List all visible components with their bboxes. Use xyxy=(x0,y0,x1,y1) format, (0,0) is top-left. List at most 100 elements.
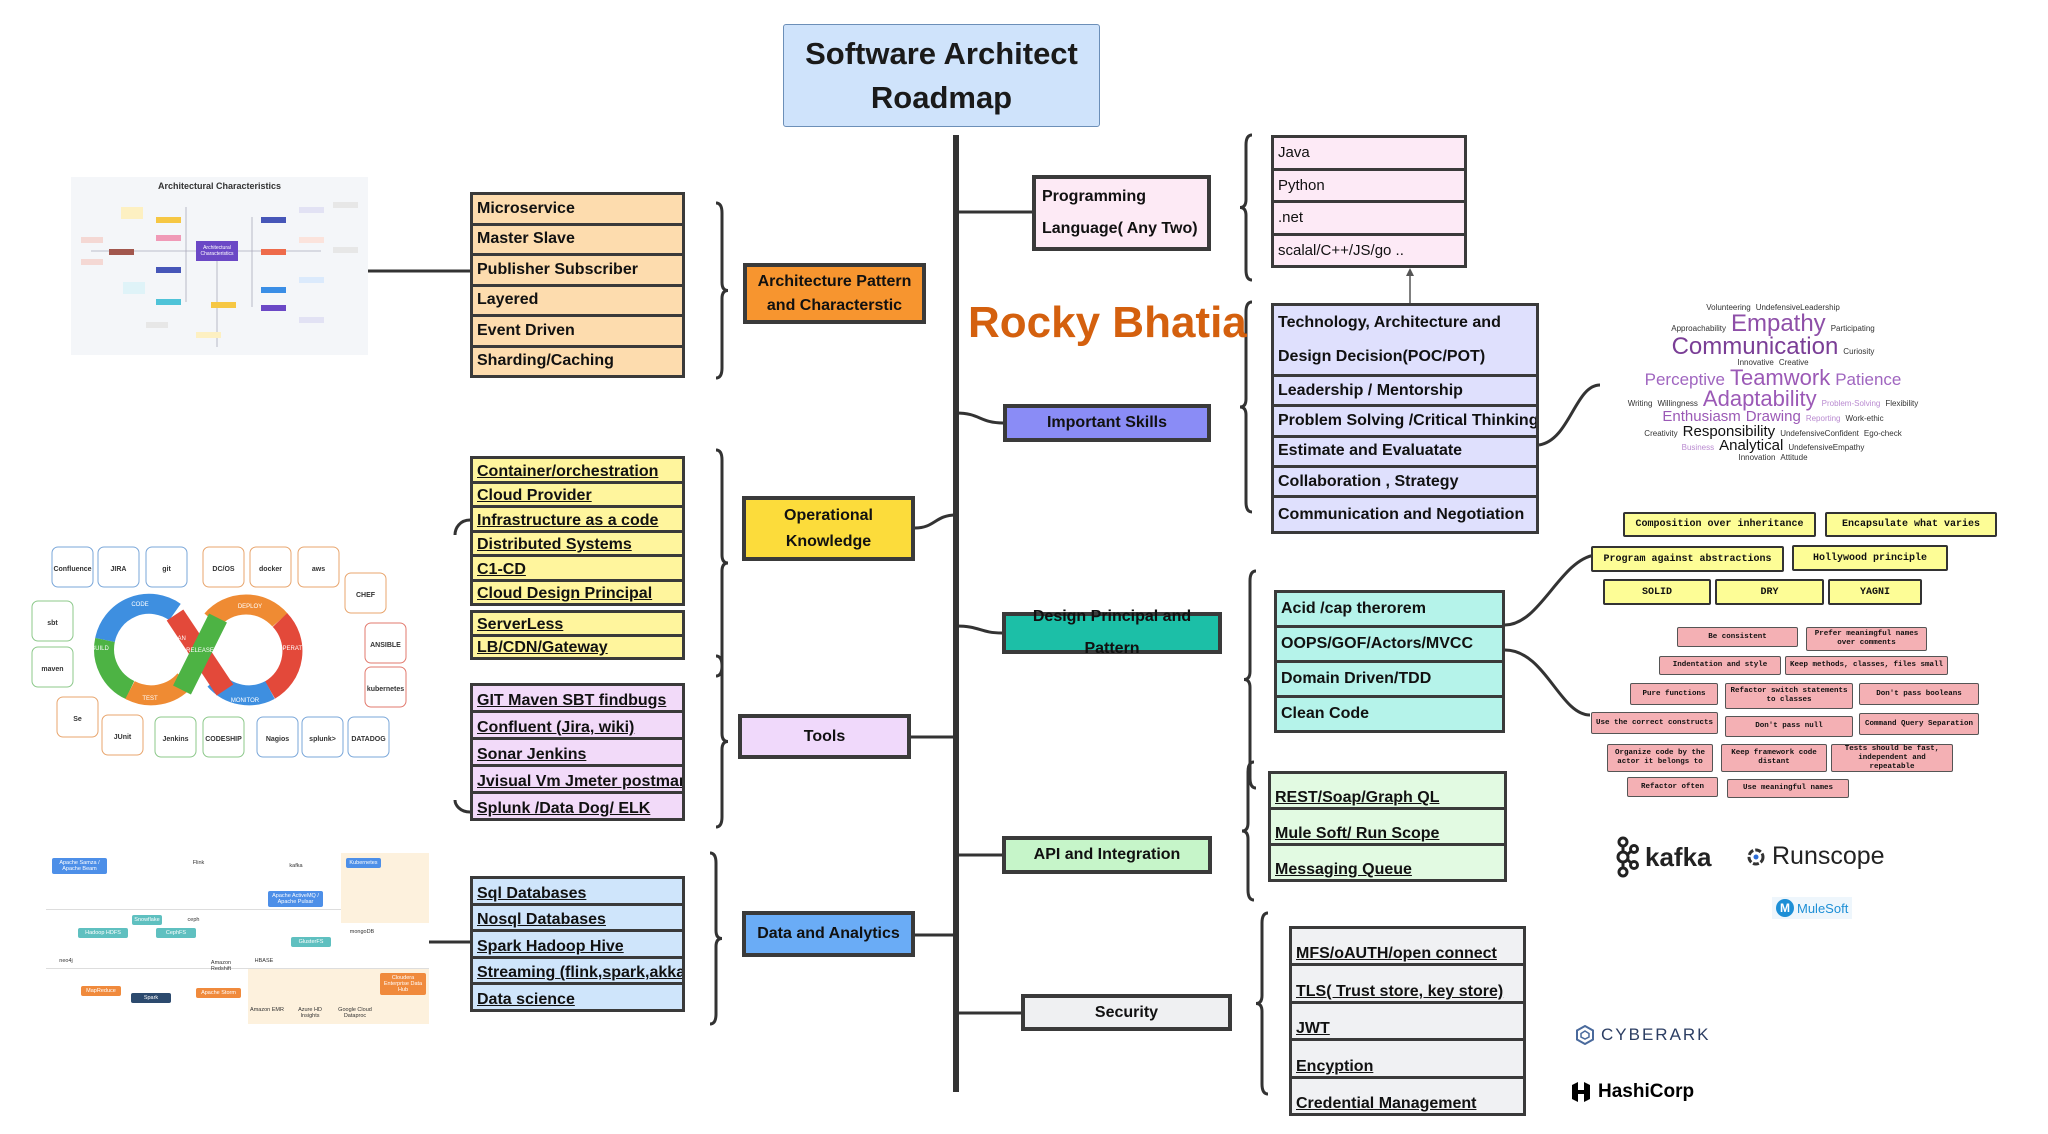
title-line-2: Roadmap xyxy=(870,79,1013,115)
category-data[interactable]: Data and Analytics xyxy=(742,911,915,957)
devops-stage-label: DEPLOY xyxy=(238,604,262,610)
category-architecture[interactable]: Architecture Pattern and Characterstic xyxy=(743,263,926,324)
arch-image-title: Architectural Characteristics xyxy=(157,181,282,191)
list-item: Cloud Design Principal xyxy=(477,585,653,602)
word-cloud-word: Enthusiasm xyxy=(1662,407,1741,425)
clean-code-rule-box: Use the correct constructs xyxy=(1591,712,1718,734)
big-data-tech-label: Kubernetes xyxy=(346,858,381,868)
category-skills[interactable]: Important Skills xyxy=(1003,404,1211,442)
category-design[interactable]: Design Principal and Pattern xyxy=(1002,608,1222,657)
word-cloud-word: Reporting xyxy=(1805,413,1841,423)
devops-stage-label: PLAN xyxy=(170,636,186,642)
devops-stage-label: RELEASE xyxy=(186,648,214,654)
list-item: Java xyxy=(1274,138,1464,171)
list-item: Confluent (Jira, wiki) xyxy=(473,713,682,740)
list-item: MFS/oAUTH/open connect xyxy=(1292,929,1523,967)
word-cloud-word: UndefensiveEmpathy xyxy=(1788,443,1865,453)
list-item: Splunk /Data Dog/ ELK xyxy=(477,800,651,817)
list-item: Python xyxy=(1274,171,1464,203)
clean-code-rule-box: Refactor often xyxy=(1627,777,1718,797)
word-cloud-word: Problem-Solving xyxy=(1821,399,1881,409)
author-name: Rocky Bhatia xyxy=(968,298,1247,347)
word-cloud-word: UndefensiveLeadership xyxy=(1755,303,1840,312)
devops-tool-tile xyxy=(256,716,299,758)
devops-tool-tile xyxy=(347,716,390,758)
category-programming[interactable]: Programming Language( Any Two) xyxy=(1032,175,1211,251)
clean-code-rule-box: Refactor switch statements to classes xyxy=(1725,683,1853,709)
skills-list: Technology, Architecture and Design Deci… xyxy=(1271,303,1539,534)
word-cloud-word: UndefensiveConfident xyxy=(1780,428,1859,438)
curly-brace xyxy=(1241,760,1255,902)
devops-tool-label: CODESHIP xyxy=(205,736,242,743)
devops-tool-label: Se xyxy=(73,716,82,723)
kafka-icon xyxy=(1616,836,1639,878)
word-cloud-word: Writing xyxy=(1627,399,1653,409)
list-item: Master Slave xyxy=(473,226,682,256)
list-item: Credential Management xyxy=(1296,1095,1477,1113)
list-item: GIT Maven SBT findbugs xyxy=(473,686,682,713)
category-api[interactable]: API and Integration xyxy=(1002,836,1212,874)
devops-stage-label: TEST xyxy=(142,696,158,702)
word-cloud-word: Flexibility xyxy=(1885,399,1919,409)
list-item: Encyption xyxy=(1292,1041,1523,1079)
runscope-icon xyxy=(1747,848,1765,865)
word-cloud-word: Ego-check xyxy=(1863,428,1902,438)
devops-stage-label: OPERATE xyxy=(278,646,306,652)
devops-tool-label: docker xyxy=(259,566,282,573)
clean-code-rule-box: Indentation and style xyxy=(1659,656,1781,675)
devops-tool-tile xyxy=(56,696,99,738)
devops-tool-label: JUnit xyxy=(114,734,132,741)
list-item: Sharding/Caching xyxy=(477,352,614,370)
devops-tool-label: aws xyxy=(312,566,325,573)
list-item: Acid /cap therorem xyxy=(1277,593,1502,628)
devops-tool-label: ANSIBLE xyxy=(370,642,401,649)
devops-tool-tile xyxy=(249,546,292,588)
big-data-tech-label: Apache Storm xyxy=(196,988,241,998)
design-principle-box: Program against abstractions xyxy=(1591,546,1784,572)
devops-tool-tile xyxy=(31,646,74,688)
list-item: TLS( Trust store, key store) xyxy=(1292,966,1523,1004)
clean-code-rule-box: Prefer meanimgful names over comments xyxy=(1806,627,1927,651)
list-item: Spark Hadoop Hive xyxy=(473,932,682,959)
devops-tool-label: Confluence xyxy=(53,566,91,573)
list-item: Leadership / Mentorship xyxy=(1274,377,1536,408)
category-tools[interactable]: Tools xyxy=(738,714,911,759)
word-cloud-word: Patience xyxy=(1835,369,1902,389)
title-line-1: Software Architect xyxy=(805,35,1078,71)
list-item: Distributed Systems xyxy=(473,533,682,557)
devops-tool-tile xyxy=(297,546,340,588)
curly-brace xyxy=(715,654,729,829)
big-data-tech-label: Spark xyxy=(131,993,171,1003)
big-data-tech-label: Cloudera Enterprise Data Hub xyxy=(380,973,426,995)
devops-stage-label: BUILD xyxy=(91,646,109,652)
list-item: LB/CDN/Gateway xyxy=(477,639,608,656)
devops-tool-tile xyxy=(145,546,188,588)
list-item: Data science xyxy=(477,990,575,1008)
list-item: Infrastructure as a code xyxy=(473,508,682,533)
devops-tool-tile xyxy=(154,716,197,758)
list-item: Domain Driven/TDD xyxy=(1277,663,1502,698)
clean-code-rule-box: Keep methods, classes, files small xyxy=(1785,656,1948,675)
curly-brace xyxy=(1255,911,1269,1096)
devops-tool-tile xyxy=(364,622,407,664)
category-security[interactable]: Security xyxy=(1021,994,1232,1031)
category-operational[interactable]: Operational Knowledge xyxy=(742,496,915,561)
word-cloud-word: Teamwork xyxy=(1729,364,1831,390)
word-cloud-word: Approachability xyxy=(1671,323,1726,333)
devops-tool-label: DC/OS xyxy=(212,566,235,573)
word-cloud-word: Drawing xyxy=(1745,407,1801,425)
